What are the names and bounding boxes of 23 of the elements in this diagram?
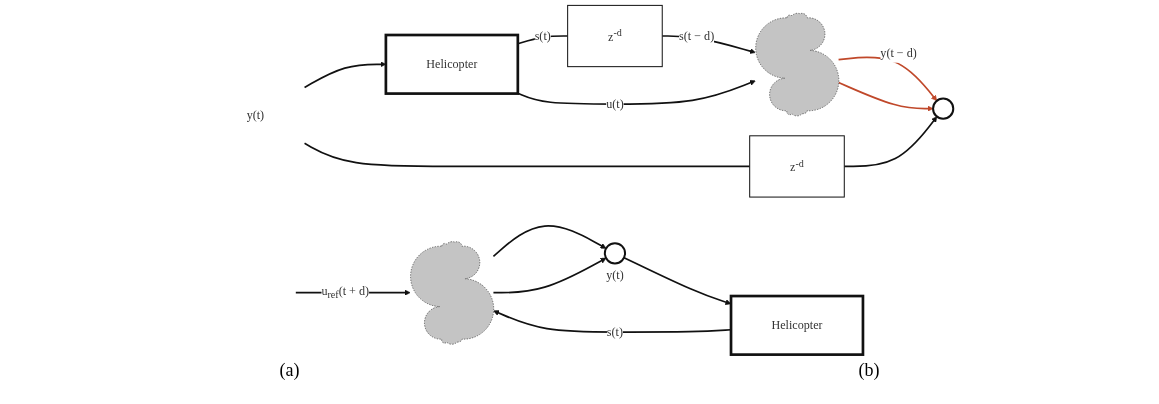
arrow bbox=[492, 225, 607, 258]
node-box: z$^{-d}$ bbox=[748, 135, 845, 198]
edge-label: s(t) bbox=[534, 28, 551, 43]
node-circle bbox=[603, 242, 626, 265]
arrow bbox=[837, 81, 934, 112]
node-text: y(t) bbox=[246, 108, 264, 122]
panel-label: (b) bbox=[858, 360, 880, 381]
node-box: z$^{-d}$ bbox=[566, 4, 663, 68]
arrow bbox=[516, 80, 756, 105]
edge-label: u(t) bbox=[605, 97, 624, 111]
node-circle bbox=[931, 97, 954, 120]
node-label: y(t) bbox=[605, 268, 624, 282]
edge-label: s(t − d) bbox=[678, 28, 714, 43]
panel-label: (a) bbox=[279, 360, 300, 381]
node-cloud bbox=[755, 12, 839, 117]
node-box: Helicopter bbox=[384, 33, 519, 95]
node-cloud bbox=[409, 241, 494, 345]
arrow bbox=[492, 257, 607, 294]
arrow bbox=[303, 61, 386, 89]
edge-label: s(t) bbox=[606, 324, 623, 339]
edge-label: u$_{ref}$(t + d) bbox=[321, 284, 369, 301]
node-box: Helicopter bbox=[729, 294, 865, 356]
edge-label: y(t − d) bbox=[880, 46, 917, 61]
